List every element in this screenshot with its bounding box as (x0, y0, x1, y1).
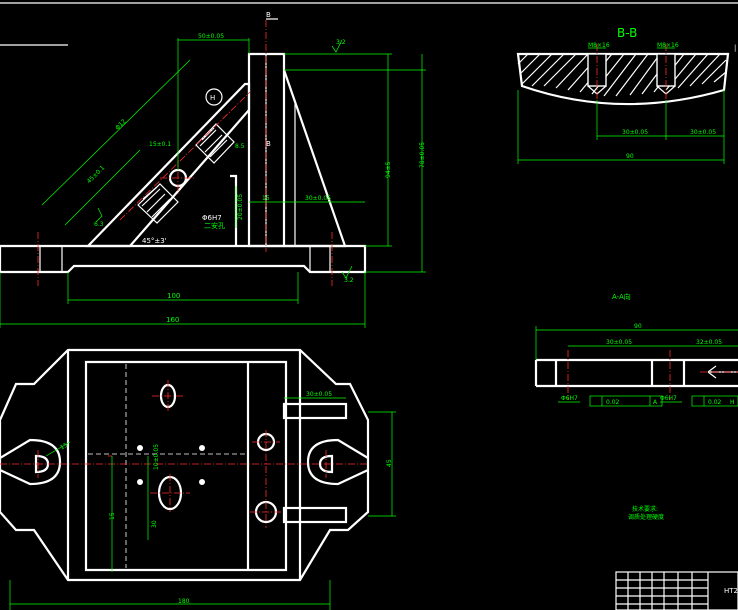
aa-box1: 0.02 (606, 399, 620, 406)
bb-right: M8×16 (657, 42, 679, 49)
top-dim-circle: 15 (59, 441, 69, 451)
hatched-block-upper (195, 123, 235, 164)
dim-mid: 15±0.1 (149, 141, 171, 148)
bb-b: 30±0.05 (690, 129, 716, 136)
top-dim-l1: 10±0.05 (153, 444, 160, 470)
note-label: 二安孔 (204, 221, 225, 230)
title-block: HT2 (615, 571, 738, 610)
dim-160: 160 (166, 316, 179, 324)
drawing-frame (0, 2, 738, 46)
note-line1: 技术要求: (632, 505, 658, 513)
section-b-bottom: B (266, 140, 271, 148)
roughness-bottom: 3.2 (344, 277, 354, 284)
aa-box2: 0.02 (708, 399, 722, 406)
hatched-block-lower (137, 183, 179, 224)
section-aa-view: A-A向 90 30±0.05 32±0.05 Φ6H7 Φ6H7 0.02 A… (534, 292, 738, 407)
aa-left-tol: Φ6H7 (561, 395, 578, 402)
bb-total: 90 (626, 153, 634, 160)
circle-h: H (210, 94, 215, 102)
dim-slant: Φ12 (114, 118, 128, 132)
section-bb-view: B-B | M8×16 M8×16 30±0.05 30±0.05 90 (516, 26, 736, 164)
dim-top: 50±0.05 (198, 33, 224, 40)
top-dim-right-v: 45 (386, 459, 393, 467)
corner-mark: | (734, 44, 736, 52)
dim-h2: 20±0.05 (237, 194, 244, 220)
dim-slant2: 45±0.1 (86, 164, 107, 185)
bb-a: 30±0.05 (622, 129, 648, 136)
aa-b: 32±0.05 (696, 339, 722, 346)
front-view (0, 20, 367, 286)
top-view-dimensions: 30±0.05 45 180 10±0.05 15 30 15 (9, 391, 396, 610)
dim-100: 100 (167, 292, 180, 300)
section-b-top: B (266, 11, 271, 19)
dim-base-a: 15 (262, 195, 270, 202)
section-bb-title: B-B (617, 26, 637, 40)
roughness-angle: 6.3 (94, 221, 104, 228)
dim-right-h: 94±5 (385, 161, 392, 178)
title-code: HT2 (724, 587, 738, 595)
datum-circle (205, 88, 223, 106)
aa-right-tol: Φ6H7 (660, 395, 677, 402)
bb-hatch (517, 53, 727, 97)
top-dim-l3: 30 (151, 520, 158, 528)
angle-label: 45°±3' (142, 237, 167, 245)
top-dim-total: 180 (178, 598, 190, 605)
section-aa-title: A-A向 (612, 292, 631, 301)
dim-small-b: 8.5 (235, 143, 245, 150)
dim-base-b: 30±0.05 (305, 195, 331, 202)
dim-right-h2: 78±0.05 (419, 142, 426, 168)
aa-a: 30±0.05 (606, 339, 632, 346)
note-line2: 调质处理硬度 (628, 513, 664, 521)
aa-box1b: A (653, 399, 658, 406)
bb-left: M8×16 (588, 42, 610, 49)
top-dim-right: 30±0.05 (306, 391, 332, 398)
fit-label: Φ6H7 (202, 214, 222, 222)
front-view-dimensions: 100 160 50±0.05 94±5 78±0.05 Φ12 45±0.1 … (0, 11, 426, 328)
technical-notes: 技术要求: 调质处理硬度 (628, 505, 664, 521)
top-view (0, 348, 370, 582)
aa-box2b: H (730, 399, 735, 406)
top-dim-l2: 15 (109, 512, 116, 520)
aa-total: 90 (634, 323, 642, 330)
roughness-top: 3.2 (336, 39, 346, 46)
